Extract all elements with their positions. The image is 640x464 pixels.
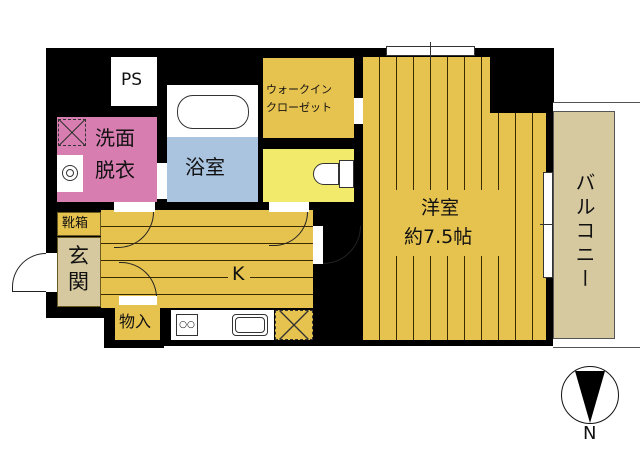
shoe-box: 靴箱: [57, 212, 101, 236]
stove-icon: ○○: [176, 314, 198, 336]
balcony-label: バルコニー: [572, 172, 596, 292]
western-room-label-bg: [392, 190, 502, 256]
western-room-door[interactable]: [313, 226, 323, 264]
kitchen-sink-icon: [232, 314, 268, 336]
front-door[interactable]: [46, 253, 57, 292]
laundry-pan-icon: [58, 119, 86, 146]
walk-in-closet: ウォークイン クローゼット: [263, 58, 354, 138]
pipe-space: PS: [111, 57, 157, 106]
toilet-door[interactable]: [269, 202, 309, 212]
entrance: 玄 関: [57, 237, 101, 307]
storage-label: 物入: [119, 312, 152, 331]
storage-door[interactable]: [119, 296, 157, 305]
washroom-label-1: 洗面: [95, 126, 135, 150]
partition-wall: [313, 210, 323, 340]
front-door-swing: [12, 253, 46, 292]
wic-label-2: クローゼット: [266, 101, 332, 114]
entrance-label-1: 玄: [68, 244, 89, 268]
bathroom-label: 浴室: [185, 155, 225, 179]
washroom-door[interactable]: [114, 202, 155, 212]
shoe-box-label: 靴箱: [62, 216, 89, 231]
toilet-icon: [313, 163, 339, 185]
entrance-label-2: 関: [68, 270, 89, 294]
kitchen-label: K: [232, 263, 245, 285]
balcony: バルコニー: [553, 111, 615, 339]
kitchen-label-bg: [228, 262, 250, 286]
window-balcony-divider: [540, 224, 558, 225]
kitchen-counter: ○○: [171, 310, 274, 340]
window-balcony[interactable]: [543, 172, 553, 278]
toilet-room: [263, 149, 354, 202]
bathroom-door[interactable]: [157, 163, 167, 199]
storage: 物入: [115, 305, 160, 340]
ps-label: PS: [121, 70, 143, 90]
compass-icon: [561, 366, 619, 424]
wic-label-1: ウォークイン: [266, 83, 332, 96]
window-top-divider: [430, 42, 431, 60]
western-room-notch: [490, 48, 554, 113]
outside-area: [46, 318, 104, 348]
compass-north-label: N: [583, 423, 597, 444]
bathtub-icon: [177, 95, 249, 129]
western-room-label-2: 約7.5帖: [404, 226, 473, 248]
washroom-label-2: 脱衣: [95, 158, 135, 182]
fridge-space-icon: [275, 310, 313, 340]
wic-door[interactable]: [354, 98, 363, 124]
sink-icon: [57, 155, 83, 192]
bathroom: 浴室: [167, 137, 258, 202]
washroom: 洗面 脱衣: [57, 117, 157, 202]
western-room-label-1: 洋室: [421, 197, 460, 219]
bathtub-area: [167, 85, 258, 137]
